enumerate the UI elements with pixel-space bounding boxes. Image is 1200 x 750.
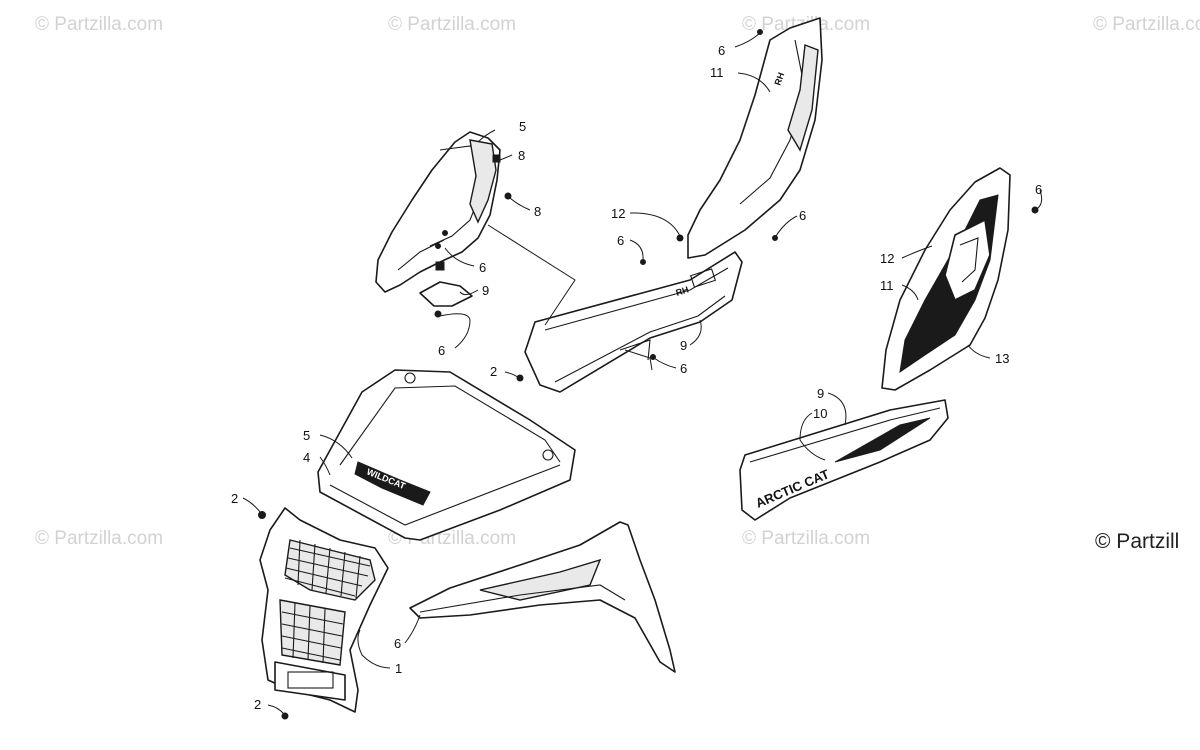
leader-lines	[242, 32, 1043, 715]
lower-grille-mesh	[281, 602, 344, 664]
callout-8: 8	[518, 148, 525, 163]
callout-9: 9	[680, 338, 687, 353]
part-bracket	[419, 261, 473, 318]
callout-12: 12	[611, 206, 625, 221]
watermark: © Partzilla.com	[1093, 14, 1200, 35]
watermarks: © Partzilla.com © Partzilla.com © Partzi…	[35, 14, 1200, 549]
part-pillar-right	[881, 167, 1011, 391]
part-front-fender	[409, 521, 676, 673]
callout-12: 12	[880, 251, 894, 266]
callout-8: 9	[482, 283, 489, 298]
callout-2: 2	[231, 491, 238, 506]
callout-5: 6	[394, 636, 401, 651]
callout-6: 6	[799, 208, 806, 223]
assembly-lines	[487, 224, 653, 371]
callout-2: 2	[254, 697, 261, 712]
part-front-grille	[259, 507, 389, 713]
part-pillar-rh: RH	[687, 17, 823, 259]
callout-6: 6	[438, 343, 445, 358]
callout-1: 1	[395, 661, 402, 676]
callout-10: 10	[813, 406, 827, 421]
callout-6: 6	[1035, 182, 1042, 197]
callout-6: 6	[680, 361, 687, 376]
part-hood: WILDCAT	[317, 369, 576, 541]
callout-3: 4	[303, 450, 310, 465]
callout-5: 5	[519, 119, 526, 134]
copyright-text: © Partzill	[1095, 530, 1179, 553]
callout-13: 13	[995, 351, 1009, 366]
callout-2: 2	[490, 364, 497, 379]
callouts: 5 8 8 6 9 6 6 11 12 6 6 2 9 6 6 12 11 13…	[231, 43, 1042, 712]
watermark: © Partzilla.com	[35, 528, 163, 549]
callout-6: 6	[718, 43, 725, 58]
callout-6: 6	[479, 260, 486, 275]
callout-7: 8	[534, 204, 541, 219]
callout-4: 5	[303, 428, 310, 443]
callout-11: 11	[880, 278, 894, 293]
callout-9: 9	[817, 386, 824, 401]
watermark: © Partzilla.com	[35, 14, 163, 35]
callout-11: 11	[710, 65, 724, 80]
part-rocker-panel-right: ARCTIC CAT	[739, 399, 949, 521]
rh-decal-pillar: RH	[772, 71, 786, 87]
part-rocker-panel-left: RH	[524, 251, 743, 393]
callout-6: 6	[617, 233, 624, 248]
part-side-fender-upper	[375, 131, 501, 293]
grille-mesh	[284, 539, 371, 599]
rh-decal: RH	[675, 284, 690, 298]
watermark: © Partzilla.com	[742, 528, 870, 549]
watermark: © Partzilla.com	[388, 14, 516, 35]
